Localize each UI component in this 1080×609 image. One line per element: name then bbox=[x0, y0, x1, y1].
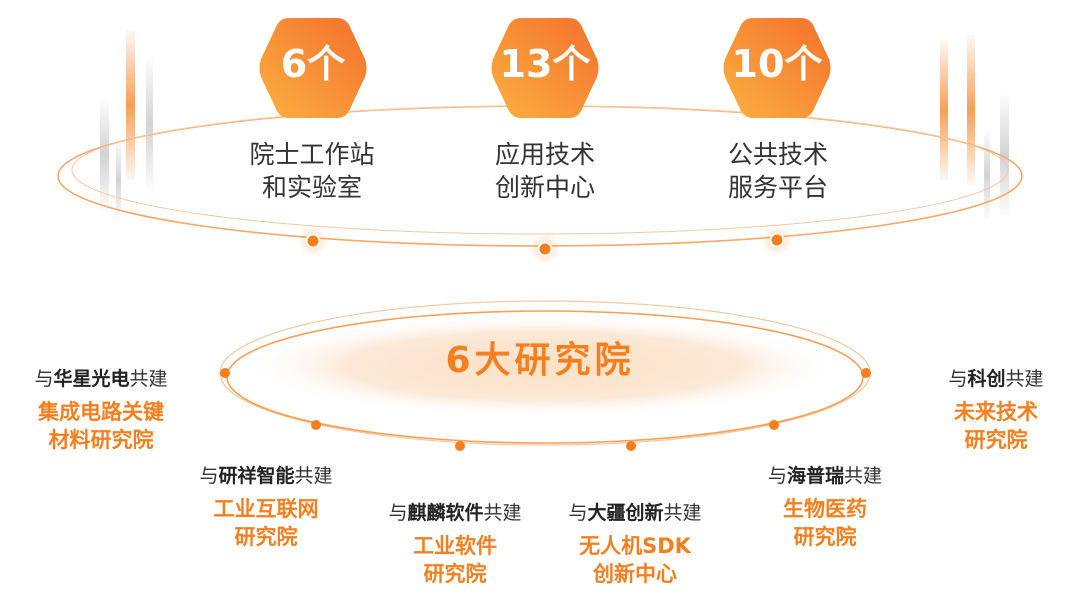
partner-suffix: 共建 bbox=[294, 465, 333, 487]
hexagon-shape bbox=[491, 18, 599, 118]
institute-name-line: 研究院 bbox=[234, 525, 298, 549]
institute-name-line: 工业互联网 bbox=[213, 497, 319, 521]
partner-prefix: 与 bbox=[388, 502, 408, 524]
partner-name: 麒麟软件 bbox=[407, 502, 484, 524]
stat-value: 6个 bbox=[280, 42, 346, 86]
partner-prefix: 与 bbox=[767, 465, 787, 487]
stat-label: 院士工作站 和实验室 bbox=[222, 138, 402, 204]
institute-block: 与研祥智能共建 工业互联网 研究院 bbox=[176, 463, 356, 551]
institute-name-line: 研究院 bbox=[423, 562, 487, 586]
light-bar bbox=[967, 35, 975, 185]
partner-line: 与研祥智能共建 bbox=[176, 463, 356, 489]
stat-label-line: 院士工作站 bbox=[249, 140, 375, 169]
hexagon-shape bbox=[723, 18, 831, 118]
orbit-dot bbox=[861, 368, 871, 378]
institute-name-line: 集成电路关键 bbox=[38, 400, 164, 424]
institute-block: 与麒麟软件共建 工业软件 研究院 bbox=[365, 500, 545, 588]
orbit-dot bbox=[305, 233, 321, 249]
stat-value: 10个 bbox=[731, 42, 823, 86]
partner-suffix: 共建 bbox=[844, 465, 883, 487]
light-bar bbox=[940, 40, 948, 180]
hexagon-shape bbox=[259, 18, 367, 118]
institute-name: 未来技术 研究院 bbox=[912, 398, 1080, 454]
partner-suffix: 共建 bbox=[1005, 368, 1044, 390]
institute-name-line: 研究院 bbox=[964, 428, 1028, 452]
orbit-dot bbox=[626, 441, 636, 451]
institute-name-line: 材料研究院 bbox=[48, 428, 154, 452]
light-bar bbox=[126, 30, 135, 180]
institute-name: 生物医药 研究院 bbox=[735, 495, 915, 551]
institute-name: 无人机SDK 创新中心 bbox=[545, 532, 725, 588]
stat-label-line: 应用技术 bbox=[494, 140, 595, 169]
partner-prefix: 与 bbox=[199, 465, 219, 487]
partner-name: 科创 bbox=[967, 368, 1006, 390]
center-title: 6大研究院 bbox=[445, 340, 635, 381]
stat-hexagon: 10个 bbox=[719, 12, 835, 124]
stat-label: 应用技术 创新中心 bbox=[455, 138, 635, 204]
partner-name: 大疆创新 bbox=[587, 502, 664, 524]
institute-name-line: 未来技术 bbox=[954, 400, 1038, 424]
partner-prefix: 与 bbox=[568, 502, 588, 524]
partner-suffix: 共建 bbox=[483, 502, 522, 524]
partner-name: 华星光电 bbox=[53, 368, 130, 390]
partner-line: 与科创共建 bbox=[912, 366, 1080, 392]
institute-name-line: 研究院 bbox=[793, 525, 857, 549]
stat-label: 公共技术 服务平台 bbox=[688, 138, 868, 204]
light-bar bbox=[100, 100, 109, 210]
institute-name-line: 工业软件 bbox=[413, 534, 497, 558]
partner-name: 海普瑞 bbox=[786, 465, 844, 487]
partner-line: 与华星光电共建 bbox=[8, 366, 194, 392]
stat-value: 13个 bbox=[499, 42, 591, 86]
stat-label-line: 服务平台 bbox=[727, 173, 828, 202]
institute-name: 集成电路关键 材料研究院 bbox=[8, 398, 194, 454]
partner-name: 研祥智能 bbox=[218, 465, 295, 487]
partner-suffix: 共建 bbox=[129, 368, 168, 390]
orbit-dot bbox=[769, 232, 785, 248]
institute-block: 与海普瑞共建 生物医药 研究院 bbox=[735, 463, 915, 551]
orbit-dot bbox=[769, 420, 779, 430]
partner-suffix: 共建 bbox=[663, 502, 702, 524]
stat-label-line: 公共技术 bbox=[727, 140, 828, 169]
institute-name: 工业互联网 研究院 bbox=[176, 495, 356, 551]
light-bar bbox=[146, 60, 153, 190]
stat-hexagon: 13个 bbox=[487, 12, 603, 124]
stat-hexagon: 6个 bbox=[255, 12, 371, 124]
light-bar bbox=[984, 130, 990, 220]
center-glow bbox=[242, 314, 842, 418]
partner-line: 与麒麟软件共建 bbox=[365, 500, 545, 526]
stat-label-line: 和实验室 bbox=[261, 173, 362, 202]
institute-name-line: 创新中心 bbox=[593, 562, 677, 586]
orbit-dot bbox=[455, 441, 465, 451]
partner-prefix: 与 bbox=[34, 368, 54, 390]
partner-prefix: 与 bbox=[948, 368, 968, 390]
orbit-dot bbox=[537, 241, 553, 257]
institute-block: 与科创共建 未来技术 研究院 bbox=[912, 366, 1080, 454]
stat-label-line: 创新中心 bbox=[494, 173, 595, 202]
institute-name-line: 生物医药 bbox=[783, 497, 867, 521]
institute-name-line: 无人机SDK bbox=[579, 534, 691, 558]
partner-line: 与海普瑞共建 bbox=[735, 463, 915, 489]
light-bar bbox=[116, 140, 121, 220]
light-bar bbox=[1000, 95, 1009, 215]
institute-name: 工业软件 研究院 bbox=[365, 532, 545, 588]
orbit-dot bbox=[311, 420, 321, 430]
institute-block: 与华星光电共建 集成电路关键 材料研究院 bbox=[8, 366, 194, 454]
institute-block: 与大疆创新共建 无人机SDK 创新中心 bbox=[545, 500, 725, 588]
orbit-dot bbox=[220, 368, 230, 378]
partner-line: 与大疆创新共建 bbox=[545, 500, 725, 526]
